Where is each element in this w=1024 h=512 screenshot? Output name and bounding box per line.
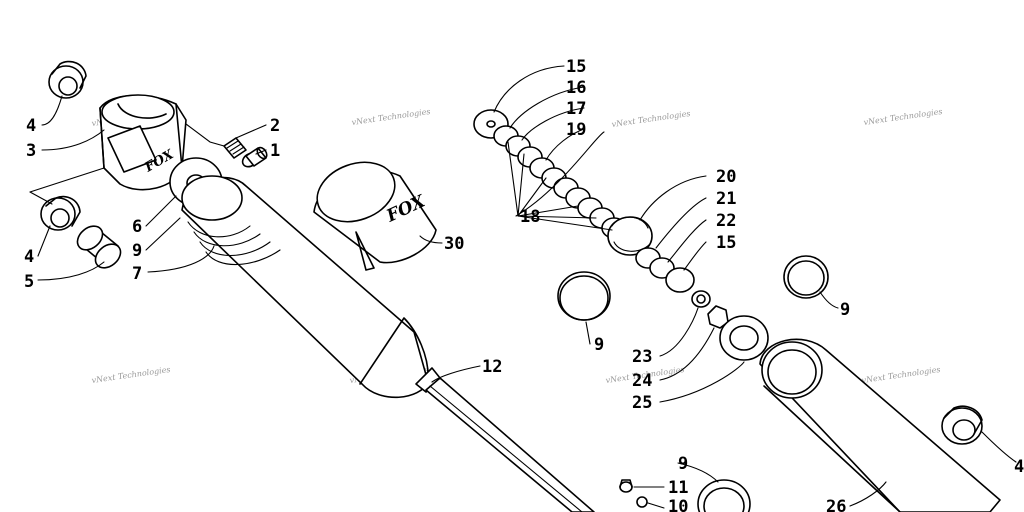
callout-label: 21 [716,189,736,209]
part-fittings [185,123,268,168]
callout-label: 12 [482,357,502,377]
part-cylinder-26 [759,338,1001,512]
callout-label: 11 [668,478,688,498]
part-dust-cover: FOX [313,161,437,271]
callout-label: 1 [270,141,280,161]
callout-label: 16 [566,78,586,98]
callout-label: 3 [26,141,36,161]
callout-label: 15 [566,57,586,77]
watermark: vNext Technologies [611,109,691,129]
callout-label: 9 [594,335,604,355]
callout-label: 24 [632,371,652,391]
part-eyelet-housing: FOX [99,94,187,191]
callout-label: 7 [132,264,142,284]
callout-label: 9 [132,241,142,261]
callout-label: 10 [668,497,688,512]
callout-label: 20 [716,167,736,187]
part-small-plugs [619,479,648,508]
callout-label: 2 [270,116,280,136]
callout-label: 9 [840,300,850,320]
callout-label: 30 [444,234,464,254]
watermark: vNext Technologies [863,107,943,127]
callout-label: 25 [632,393,652,413]
watermark: vNext Technologies [91,365,171,385]
callout-label: 18 [520,207,540,227]
callout-label: 9 [678,454,688,474]
part-bushing-lower [40,195,122,269]
part-bushing-right [941,405,983,445]
callout-label: 22 [716,211,736,231]
callout-label: 6 [132,217,142,237]
part-seal-rings [557,255,829,512]
callout-label: 4 [1014,457,1024,477]
callout-label: 15 [716,233,736,253]
part-bushing-top [48,60,87,99]
part-shock-body [181,175,429,399]
callout-label: 17 [566,99,586,119]
watermark: vNext Technologies [861,365,941,385]
leader-lines [29,65,1017,509]
callout-label: 4 [24,247,34,267]
callout-label: 5 [24,272,34,292]
callout-label: 19 [566,120,586,140]
watermark: vNext Technologies [351,107,431,127]
callout-label: 26 [826,497,846,512]
part-shaft [415,367,595,512]
callout-label: 23 [632,347,652,367]
callout-label: 4 [26,116,36,136]
callout-labels: 4 3 2 1 6 9 7 4 5 30 12 15 16 17 19 18 2… [24,57,1024,512]
